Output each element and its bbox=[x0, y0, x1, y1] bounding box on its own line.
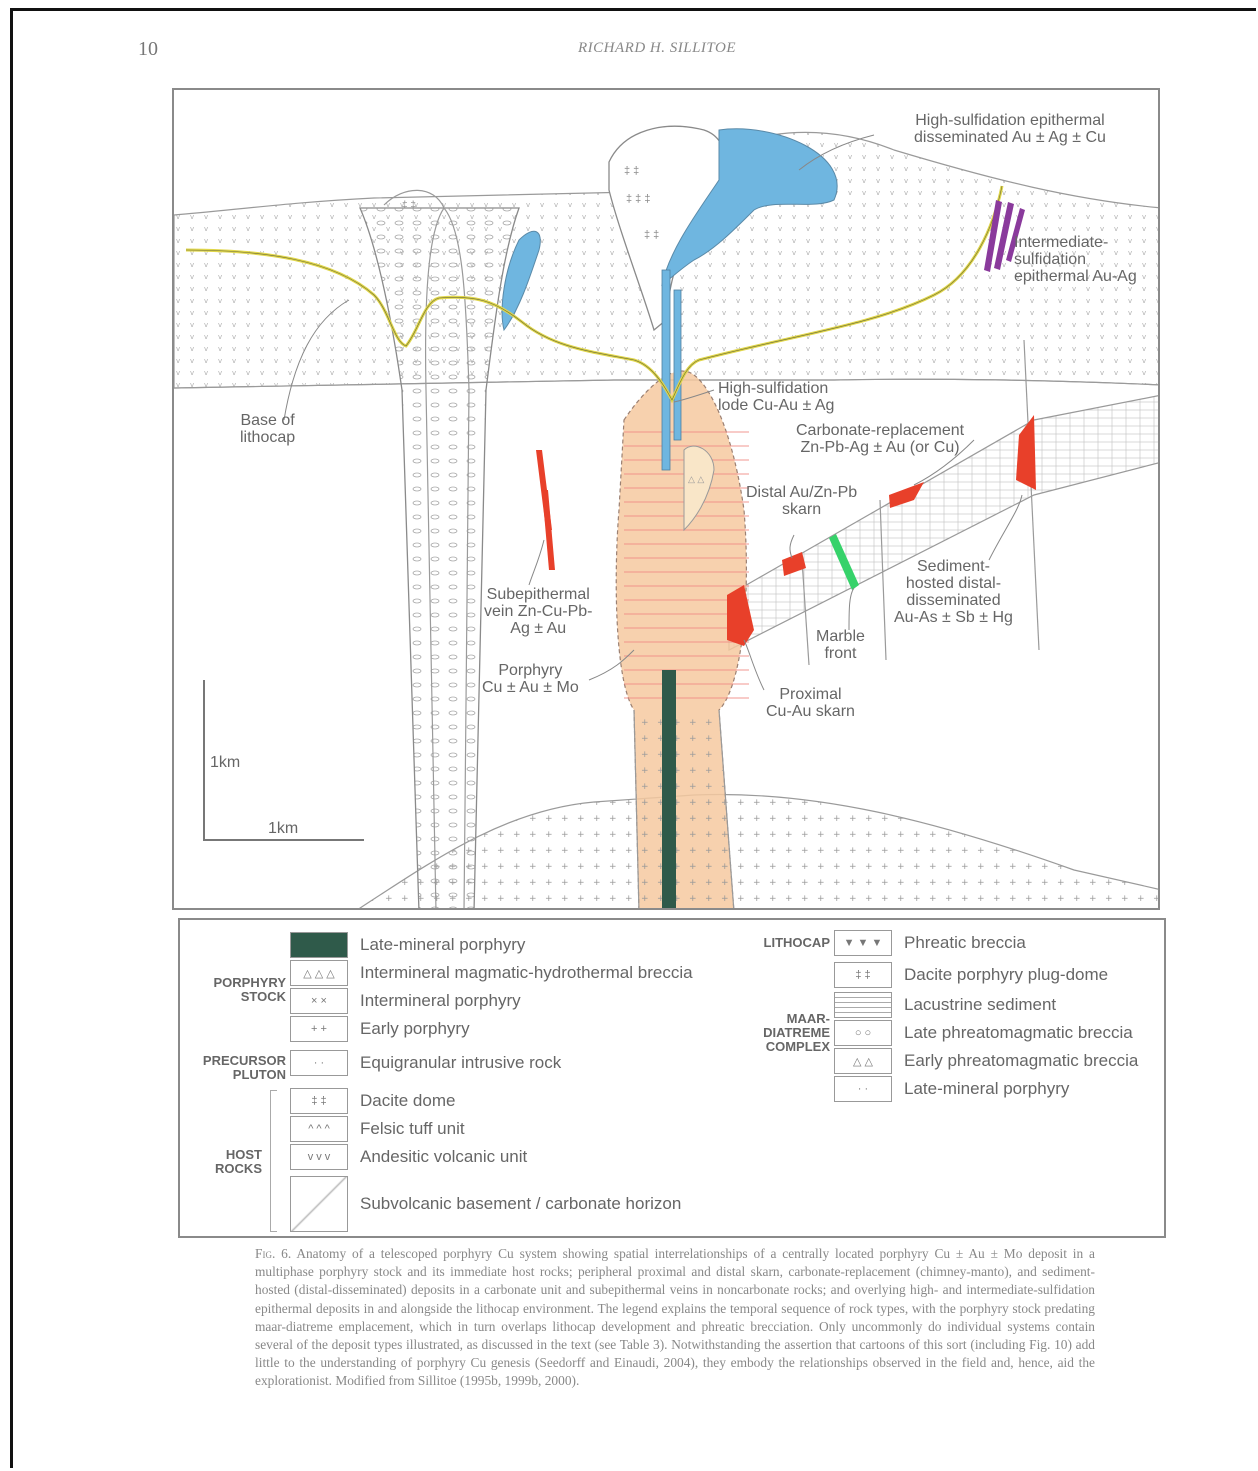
geologic-cross-section: v + bbox=[172, 88, 1160, 910]
caption-text: Anatomy of a telescoped porphyry Cu syst… bbox=[255, 1246, 1095, 1388]
label-carbonate-replacement: Carbonate-replacement Zn-Pb-Ag ± Au (or … bbox=[796, 422, 964, 456]
legend-item: ^ ^ ^ Felsic tuff unit bbox=[290, 1116, 465, 1142]
swatch-felsic-tuff: ^ ^ ^ bbox=[290, 1116, 348, 1142]
label-hs-lode: High-sulfidation lode Cu-Au ± Ag bbox=[718, 380, 834, 414]
svg-text:‡ ‡: ‡ ‡ bbox=[402, 200, 416, 211]
legend-item: + + Early porphyry bbox=[290, 1016, 470, 1042]
legend-item: △ △ △ Intermineral magmatic-hydrothermal… bbox=[290, 960, 693, 986]
swatch-early-phreatomagmatic: △ △ bbox=[834, 1048, 892, 1074]
legend-label: Intermineral magmatic-hydrothermal brecc… bbox=[360, 963, 693, 983]
swatch-dacite-plug-dome: ‡ ‡ bbox=[834, 962, 892, 988]
legend-label: Early porphyry bbox=[360, 1019, 470, 1039]
legend-label: Felsic tuff unit bbox=[360, 1119, 465, 1139]
legend-item: △ △ Early phreatomagmatic breccia bbox=[834, 1048, 1138, 1074]
group-lithocap: LITHOCAP bbox=[740, 936, 830, 950]
label-base-of-lithocap: Base of lithocap bbox=[240, 412, 295, 446]
running-head: RICHARD H. SILLITOE bbox=[578, 40, 736, 57]
label-sediment-hosted: Sediment- hosted distal- disseminated Au… bbox=[894, 558, 1013, 626]
scale-vertical-label: 1km bbox=[210, 754, 240, 771]
legend-label: Phreatic breccia bbox=[904, 933, 1026, 953]
svg-text:‡ ‡: ‡ ‡ bbox=[644, 229, 659, 241]
swatch-late-mineral-porphyry bbox=[290, 932, 348, 958]
legend-label: Late phreatomagmatic breccia bbox=[904, 1023, 1133, 1043]
legend-item: × × Intermineral porphyry bbox=[290, 988, 521, 1014]
legend-item: ‡ ‡ Dacite dome bbox=[290, 1088, 455, 1114]
svg-text:△ △: △ △ bbox=[688, 474, 704, 484]
label-subepithermal-vein: Subepithermal vein Zn-Cu-Pb- Ag ± Au bbox=[484, 586, 592, 637]
swatch-intermineral-porphyry: × × bbox=[290, 988, 348, 1014]
group-precursor-pluton: PRECURSOR PLUTON bbox=[186, 1054, 286, 1082]
group-host-rocks: HOST ROCKS bbox=[190, 1148, 262, 1176]
label-marble-front: Marble front bbox=[816, 628, 865, 662]
legend-item: · · Late-mineral porphyry bbox=[834, 1076, 1069, 1102]
legend-label: Early phreatomagmatic breccia bbox=[904, 1051, 1138, 1071]
swatch-late-phreatomagmatic: ○ ○ bbox=[834, 1020, 892, 1046]
caption-figure-number: Fig. 6. bbox=[255, 1246, 291, 1261]
legend-item: v v v Andesitic volcanic unit bbox=[290, 1144, 527, 1170]
figure-caption: Fig. 6. Anatomy of a telescoped porphyry… bbox=[255, 1245, 1095, 1391]
cross-section-drawing: v + bbox=[174, 90, 1160, 910]
legend-item: Subvolcanic basement / carbonate horizon bbox=[290, 1176, 681, 1232]
label-is-epithermal: Intermediate- sulfidation epithermal Au-… bbox=[1014, 234, 1137, 285]
legend-label: Dacite dome bbox=[360, 1091, 455, 1111]
legend-item: ‡ ‡ Dacite porphyry plug-dome bbox=[834, 962, 1108, 988]
label-hs-epithermal: High-sulfidation epithermal disseminated… bbox=[914, 112, 1106, 146]
group-maar-diatreme: MAAR- DIATREME COMPLEX bbox=[736, 1012, 830, 1054]
legend-item: ▼ ▼ ▼ Phreatic breccia bbox=[834, 930, 1026, 956]
swatch-breccia: △ △ △ bbox=[290, 960, 348, 986]
legend-label: Late-mineral porphyry bbox=[360, 935, 525, 955]
scale-horizontal-label: 1km bbox=[268, 820, 298, 837]
swatch-dacite-dome: ‡ ‡ bbox=[290, 1088, 348, 1114]
label-distal-skarn: Distal Au/Zn-Pb skarn bbox=[746, 484, 857, 518]
svg-text:‡ ‡ ‡: ‡ ‡ ‡ bbox=[626, 193, 650, 205]
swatch-lacustrine bbox=[834, 992, 892, 1018]
page-number: 10 bbox=[138, 38, 158, 61]
legend-label: Andesitic volcanic unit bbox=[360, 1147, 527, 1167]
legend-item: Lacustrine sediment bbox=[834, 992, 1056, 1018]
legend-label: Dacite porphyry plug-dome bbox=[904, 965, 1108, 985]
legend-item: · · Equigranular intrusive rock bbox=[290, 1050, 561, 1076]
label-proximal-skarn: Proximal Cu-Au skarn bbox=[766, 686, 855, 720]
legend-label: Subvolcanic basement / carbonate horizon bbox=[360, 1194, 681, 1214]
swatch-late-mineral-porphyry-maar: · · bbox=[834, 1076, 892, 1102]
swatch-equigranular: · · bbox=[290, 1050, 348, 1076]
figure-legend: PORPHYRY STOCK PRECURSOR PLUTON HOST ROC… bbox=[178, 918, 1166, 1238]
swatch-phreatic-breccia: ▼ ▼ ▼ bbox=[834, 930, 892, 956]
legend-label: Intermineral porphyry bbox=[360, 991, 521, 1011]
label-porphyry: Porphyry Cu ± Au ± Mo bbox=[482, 662, 579, 696]
swatch-andesitic: v v v bbox=[290, 1144, 348, 1170]
legend-label: Late-mineral porphyry bbox=[904, 1079, 1069, 1099]
legend-item: Late-mineral porphyry bbox=[290, 932, 525, 958]
legend-label: Lacustrine sediment bbox=[904, 995, 1056, 1015]
swatch-basement bbox=[290, 1176, 348, 1232]
group-porphyry-stock: PORPHYRY STOCK bbox=[190, 976, 286, 1004]
legend-item: ○ ○ Late phreatomagmatic breccia bbox=[834, 1020, 1133, 1046]
svg-text:‡ ‡: ‡ ‡ bbox=[624, 165, 639, 177]
legend-label: Equigranular intrusive rock bbox=[360, 1053, 561, 1073]
swatch-early-porphyry: + + bbox=[290, 1016, 348, 1042]
host-rocks-bracket bbox=[270, 1090, 277, 1232]
